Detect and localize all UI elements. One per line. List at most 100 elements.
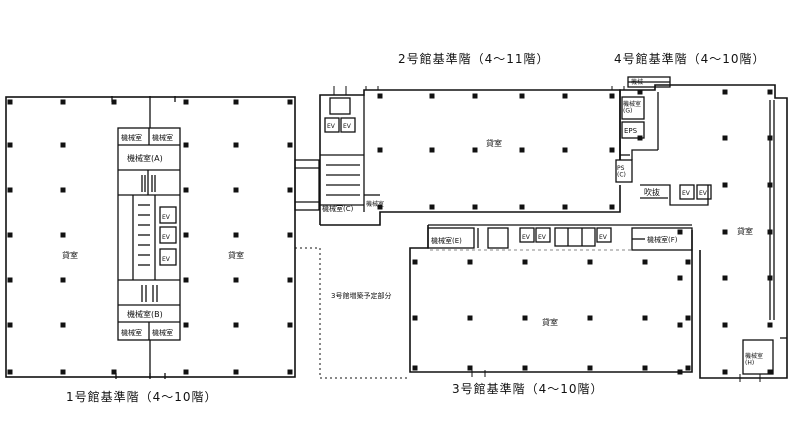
column <box>7 277 13 283</box>
column <box>183 277 189 283</box>
column <box>519 93 525 99</box>
b2-ev-2: EV <box>343 123 352 130</box>
b4-mech-h: 機械室(H) <box>745 352 763 367</box>
b4-eps: EPS <box>624 127 638 135</box>
b4-top-label: 機械 <box>631 78 643 86</box>
building2-outline <box>319 89 621 226</box>
column <box>642 365 648 371</box>
b1-ev-1: EV <box>162 214 171 221</box>
caption-building2: 2号館基準階（4～11階） <box>398 52 550 66</box>
column <box>233 187 239 193</box>
door-ticks <box>333 86 761 382</box>
column <box>412 315 418 321</box>
column <box>767 89 773 95</box>
building4-outline <box>615 76 788 379</box>
column <box>722 369 728 375</box>
column <box>472 93 478 99</box>
column <box>233 232 239 238</box>
column <box>429 93 435 99</box>
b4-rental: 貸室 <box>737 226 753 236</box>
b1-mech-a: 機械室(A) <box>127 153 163 163</box>
b2-rental: 貸室 <box>486 138 502 148</box>
building3-outline <box>409 224 693 373</box>
column <box>287 369 293 375</box>
column <box>722 229 728 235</box>
column <box>767 229 773 235</box>
column <box>587 315 593 321</box>
column <box>233 142 239 148</box>
column <box>685 259 691 265</box>
column <box>587 259 593 265</box>
column <box>377 147 383 153</box>
b4-mech-g: 機械室(G) <box>623 100 641 115</box>
column <box>183 142 189 148</box>
column <box>7 369 13 375</box>
bridge-1-2 <box>294 159 320 211</box>
column <box>722 135 728 141</box>
column <box>767 275 773 281</box>
b1-mech-bottom-left: 機械室 <box>121 328 142 337</box>
column <box>637 89 643 95</box>
column <box>767 182 773 188</box>
column <box>60 187 66 193</box>
column <box>60 142 66 148</box>
b1-mech-top-right: 機械室 <box>152 133 173 142</box>
column <box>637 135 643 141</box>
column <box>111 99 117 105</box>
planned-extension <box>295 247 410 379</box>
b1-ev-3: EV <box>162 256 171 263</box>
column <box>7 142 13 148</box>
column <box>767 369 773 375</box>
column <box>467 315 473 321</box>
column <box>562 147 568 153</box>
b3-ev-2: EV <box>538 234 547 241</box>
column <box>722 322 728 328</box>
b3-planned-area: 3号館増築予定部分 <box>331 291 391 300</box>
column <box>233 322 239 328</box>
column <box>722 89 728 95</box>
column <box>767 322 773 328</box>
column <box>233 277 239 283</box>
column <box>677 369 683 375</box>
column <box>522 365 528 371</box>
b1-rental-left: 貸室 <box>62 250 78 260</box>
b3-mech-f: 機械室(F) <box>647 235 678 244</box>
column <box>233 99 239 105</box>
b3-mech-e: 機械室(E) <box>431 236 462 245</box>
column <box>587 365 593 371</box>
column <box>183 232 189 238</box>
column <box>722 182 728 188</box>
column <box>183 99 189 105</box>
b1-rental-right: 貸室 <box>228 250 244 260</box>
column <box>677 322 683 328</box>
column <box>60 322 66 328</box>
caption-building3: 3号館基準階（4～10階） <box>452 382 604 396</box>
column <box>519 204 525 210</box>
b2-ev-1: EV <box>327 123 336 130</box>
column <box>522 259 528 265</box>
column <box>642 259 648 265</box>
b4-ev-1: EV <box>682 190 691 197</box>
b4-ev-2: EV <box>699 190 708 197</box>
building1-core <box>117 96 181 378</box>
column <box>377 93 383 99</box>
column <box>287 277 293 283</box>
b4-atrium: 吹抜 <box>644 187 660 197</box>
column <box>183 187 189 193</box>
b1-mech-top-left: 機械室 <box>121 133 142 142</box>
column <box>642 315 648 321</box>
column <box>111 369 117 375</box>
b3-ev-1: EV <box>522 234 531 241</box>
column <box>677 229 683 235</box>
column <box>183 322 189 328</box>
column <box>7 99 13 105</box>
column <box>287 142 293 148</box>
column <box>767 135 773 141</box>
column <box>7 187 13 193</box>
column <box>472 147 478 153</box>
structural-columns <box>7 89 773 375</box>
b3-ev-3: EV <box>599 234 608 241</box>
b1-mech-b: 機械室(B) <box>127 309 163 319</box>
b2-mech-small: 機械室 <box>366 200 384 208</box>
